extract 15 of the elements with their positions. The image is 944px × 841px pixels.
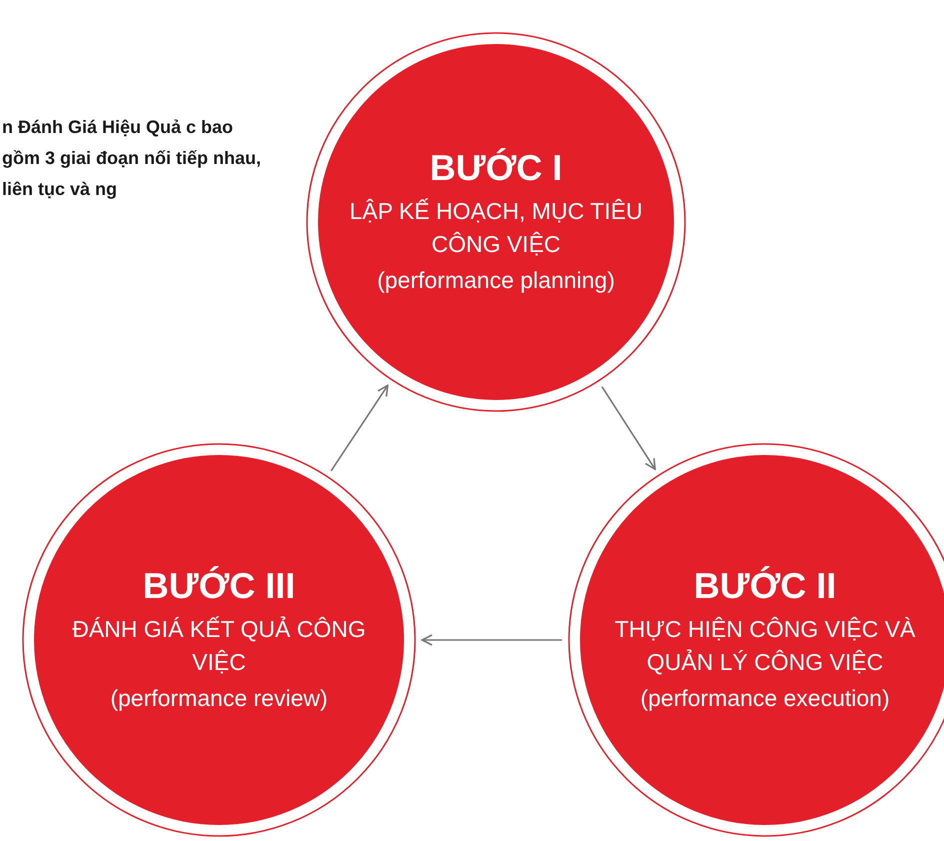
step-subtitle: (performance review)	[109, 684, 329, 713]
arrow	[330, 384, 389, 472]
arrow	[601, 386, 656, 470]
step-subtitle: (performance execution)	[639, 684, 891, 713]
step-circle	[306, 32, 686, 412]
arrow	[421, 634, 562, 646]
step-name: THỰC HIỆN CÔNG VIỆC VÀ QUẢN LÝ CÔNG VIỆC	[614, 614, 916, 678]
step-title: BƯỚC I	[428, 146, 564, 189]
step-title: BƯỚC II	[692, 564, 838, 607]
step-title: BƯỚC III	[142, 564, 296, 607]
step-subtitle: (performance planning)	[376, 266, 616, 295]
step-circle	[22, 443, 416, 837]
intro-paragraph: n Đánh Giá Hiệu Quả c bao gồm 3 giai đoạn nối tiếp nhau, liên tục và ng	[2, 116, 262, 201]
step-name: LẬP KẾ HOẠCH, MỤC TIÊU CÔNG VIỆC	[348, 196, 644, 260]
step-name: ĐÁNH GIÁ KẾT QUẢ CÔNG VIỆC	[71, 614, 367, 678]
